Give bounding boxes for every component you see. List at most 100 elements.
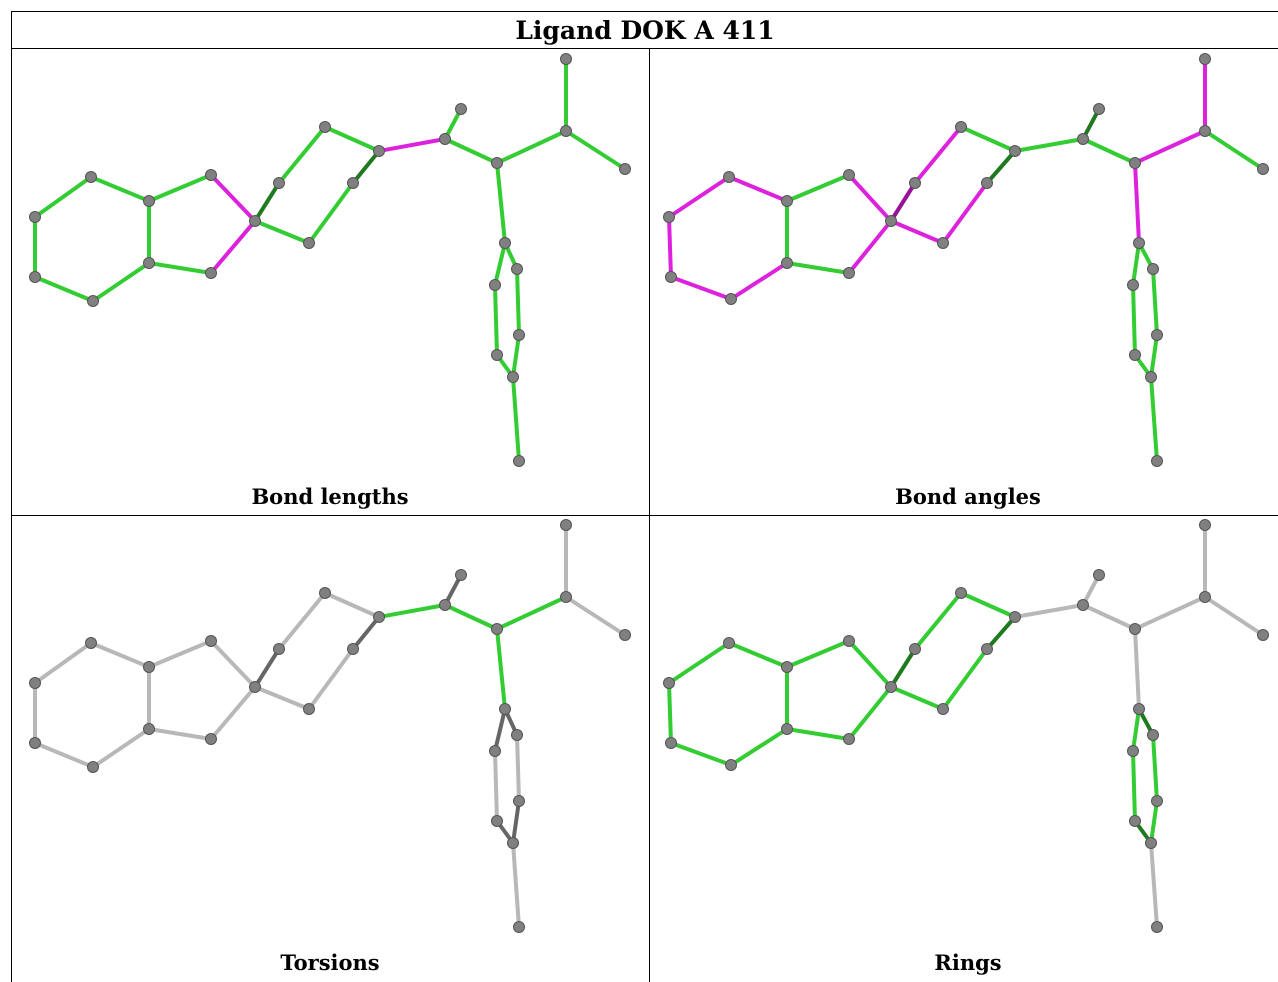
bond bbox=[493, 707, 507, 753]
bond bbox=[253, 647, 281, 689]
bond bbox=[253, 181, 281, 223]
bond bbox=[377, 603, 447, 619]
bond bbox=[985, 149, 1017, 185]
atom bbox=[491, 815, 503, 827]
bond bbox=[1151, 267, 1159, 337]
atom bbox=[665, 271, 677, 283]
atom bbox=[781, 257, 793, 269]
bond bbox=[209, 173, 257, 223]
bond bbox=[1081, 603, 1137, 631]
atom bbox=[85, 637, 97, 649]
atom bbox=[1151, 795, 1163, 807]
atom bbox=[1151, 921, 1163, 933]
bond bbox=[785, 261, 851, 275]
bond bbox=[253, 685, 311, 711]
atom bbox=[511, 729, 523, 741]
bond bbox=[1149, 333, 1159, 379]
bond bbox=[959, 591, 1017, 619]
bond bbox=[495, 129, 568, 165]
bond bbox=[727, 641, 789, 669]
atom bbox=[1145, 837, 1157, 849]
bond bbox=[564, 595, 627, 637]
atom bbox=[143, 257, 155, 269]
panel-bond-angles: Bond angles bbox=[649, 49, 1278, 515]
atom bbox=[489, 745, 501, 757]
bond bbox=[1131, 749, 1137, 823]
atom bbox=[439, 599, 451, 611]
bond bbox=[941, 181, 989, 245]
bond bbox=[564, 129, 627, 171]
atom bbox=[455, 103, 467, 115]
bond bbox=[33, 175, 93, 219]
atom bbox=[619, 629, 631, 641]
atom bbox=[85, 171, 97, 183]
atom bbox=[29, 211, 41, 223]
bond bbox=[667, 681, 673, 745]
atom bbox=[513, 329, 525, 341]
bond bbox=[89, 641, 151, 669]
atom bbox=[513, 795, 525, 807]
atom bbox=[1093, 569, 1105, 581]
molecule-rings bbox=[663, 519, 1269, 933]
bond bbox=[493, 283, 499, 357]
atom bbox=[1133, 703, 1145, 715]
bond bbox=[729, 261, 789, 301]
atom bbox=[937, 237, 949, 249]
atom bbox=[1147, 729, 1159, 741]
bond bbox=[1131, 707, 1141, 753]
bond bbox=[667, 175, 731, 219]
atom bbox=[513, 921, 525, 933]
atom bbox=[909, 643, 921, 655]
atom bbox=[723, 171, 735, 183]
bond bbox=[847, 173, 893, 223]
atom bbox=[619, 163, 631, 175]
atom bbox=[1077, 599, 1089, 611]
bond bbox=[1149, 841, 1159, 929]
atom bbox=[663, 211, 675, 223]
bond bbox=[511, 333, 521, 379]
bond bbox=[1203, 129, 1265, 171]
atom bbox=[87, 295, 99, 307]
bond bbox=[1149, 375, 1159, 463]
bond bbox=[493, 749, 499, 823]
atom bbox=[507, 837, 519, 849]
bond bbox=[1149, 799, 1159, 845]
atom bbox=[781, 661, 793, 673]
atom bbox=[1199, 125, 1211, 137]
atom bbox=[843, 267, 855, 279]
bond bbox=[729, 727, 789, 767]
atom bbox=[491, 157, 503, 169]
bond bbox=[1151, 733, 1159, 803]
bond bbox=[889, 181, 917, 223]
atom bbox=[489, 279, 501, 291]
molecule-torsions bbox=[29, 519, 631, 933]
bond bbox=[89, 175, 151, 203]
bond bbox=[495, 161, 507, 245]
bond bbox=[307, 647, 355, 711]
atom bbox=[1127, 279, 1139, 291]
bond bbox=[307, 181, 355, 245]
atom bbox=[29, 677, 41, 689]
atom bbox=[560, 591, 572, 603]
bond bbox=[33, 275, 95, 303]
bond bbox=[985, 615, 1017, 651]
atom bbox=[507, 371, 519, 383]
bond bbox=[1133, 161, 1141, 245]
bond bbox=[1013, 137, 1085, 153]
atom bbox=[1009, 611, 1021, 623]
atom bbox=[1129, 157, 1141, 169]
bond bbox=[323, 591, 381, 619]
atom bbox=[560, 519, 572, 531]
atom bbox=[205, 635, 217, 647]
atom bbox=[273, 177, 285, 189]
atom bbox=[499, 703, 511, 715]
bond bbox=[1081, 137, 1137, 165]
atom bbox=[955, 587, 967, 599]
atom bbox=[560, 53, 572, 65]
atom bbox=[1199, 53, 1211, 65]
bond bbox=[377, 137, 447, 153]
atom bbox=[1129, 349, 1141, 361]
bond bbox=[1131, 283, 1137, 357]
atom bbox=[1077, 133, 1089, 145]
bond bbox=[669, 275, 733, 301]
